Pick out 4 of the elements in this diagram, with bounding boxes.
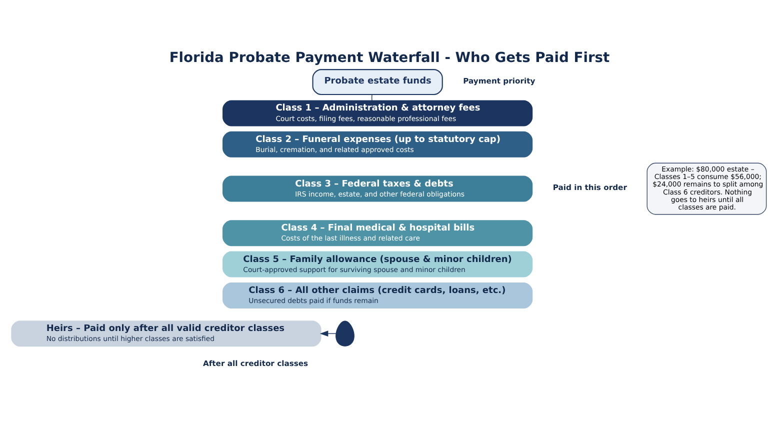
- arrow: [320, 330, 336, 336]
- node-box: Probate estate funds: [312, 68, 443, 95]
- diagram-title: Florida Probate Payment Waterfall - Who Gets Paid First: [169, 49, 610, 66]
- node-person: [336, 320, 354, 346]
